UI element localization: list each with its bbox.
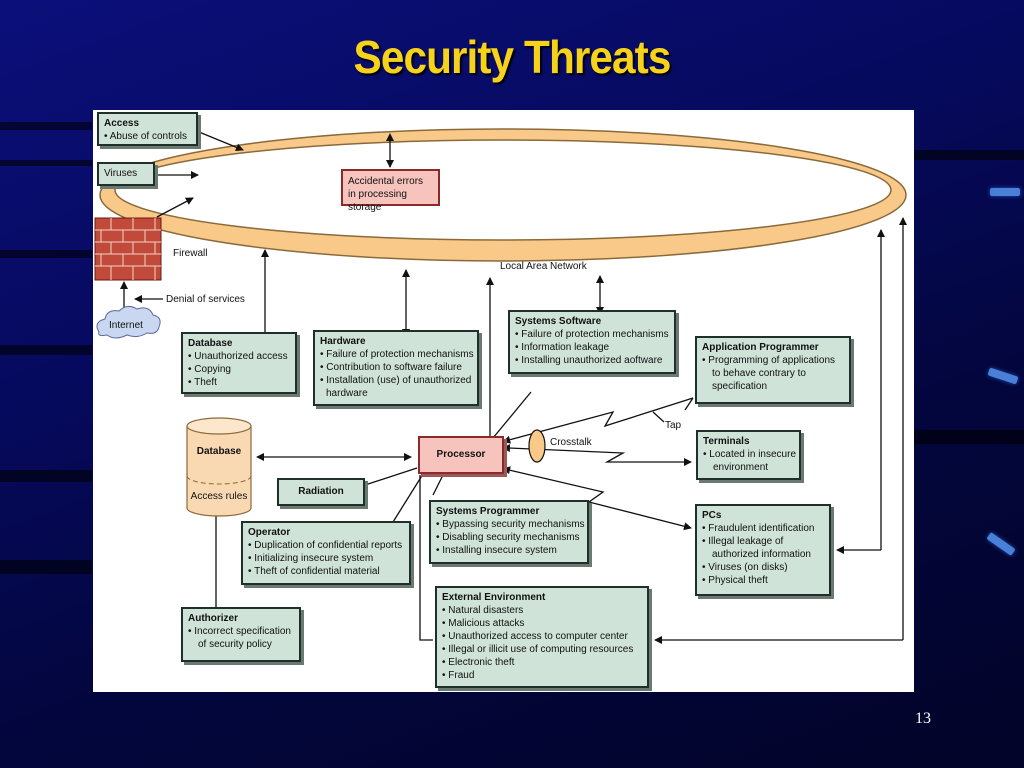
terminals-item: environment <box>713 462 769 473</box>
hardware-item: • Failure of protection mechanisms <box>320 349 474 360</box>
external-environment-item: • Unauthorized access to computer center <box>442 631 628 642</box>
database-threats-box: Database • Unauthorized access • Copying… <box>181 332 297 394</box>
systems-programmer-item: • Installing insecure system <box>436 545 557 556</box>
radiation-box: Radiation <box>277 478 365 506</box>
terminals-box: Terminals • Located in insecure environm… <box>696 430 801 480</box>
external-environment-box: External Environment • Natural disasters… <box>435 586 649 688</box>
pcs-item: • Illegal leakage of <box>702 536 784 547</box>
database-threats-title: Database <box>188 338 233 349</box>
pcs-item: • Fraudulent identification <box>702 523 815 534</box>
authorizer-item: • Incorrect specification <box>188 626 291 637</box>
viruses-box: Viruses <box>97 162 155 186</box>
decorative-dash-icon <box>987 367 1019 385</box>
hardware-item: • Installation (use) of unauthorized <box>320 375 472 386</box>
application-programmer-item: to behave contrary to <box>712 368 806 379</box>
external-environment-item: • Malicious attacks <box>442 618 525 629</box>
diagram-connectors <box>94 128 907 644</box>
operator-item: • Theft of confidential material <box>248 566 380 577</box>
database-threats-item: • Theft <box>188 377 217 388</box>
operator-box: Operator • Duplication of confidential r… <box>241 521 411 585</box>
terminals-title: Terminals <box>703 436 750 447</box>
database-threats-item: • Unauthorized access <box>188 351 288 362</box>
systems-software-item: • Information leakage <box>515 342 610 353</box>
external-environment-title: External Environment <box>442 592 546 603</box>
database-threats-item: • Copying <box>188 364 231 375</box>
hardware-item: hardware <box>326 388 368 399</box>
application-programmer-box: Application Programmer • Programming of … <box>695 336 851 404</box>
decorative-dash-icon <box>990 188 1020 196</box>
external-environment-item: • Fraud <box>442 670 475 681</box>
lan-label: Local Area Network <box>500 261 587 272</box>
internet-label: Internet <box>109 320 143 331</box>
background-stripe <box>914 150 1024 160</box>
firewall-label: Firewall <box>173 248 208 259</box>
radiation-label: Radiation <box>298 486 344 497</box>
tap-label: Tap <box>665 420 682 431</box>
accidental-errors-text: Accidental errors in processing storage <box>348 176 424 213</box>
database-cylinder-bottom: Access rules <box>190 491 248 502</box>
slide-title: Security Threats <box>353 31 672 83</box>
database-cylinder-top: Database <box>196 446 242 457</box>
processor-label: Processor <box>436 449 486 460</box>
processor-box: Processor <box>418 436 504 474</box>
background-stripe <box>0 470 92 482</box>
external-environment-item: • Natural disasters <box>442 605 524 616</box>
systems-software-item: • Failure of protection mechanisms <box>515 329 669 340</box>
access-title: Access <box>104 118 140 129</box>
application-programmer-item: • Programming of applications <box>702 355 836 366</box>
external-environment-item: • Electronic theft <box>442 657 515 668</box>
systems-programmer-item: • Bypassing security mechanisms <box>436 519 585 530</box>
systems-software-item: • Installing unauthorized aoftware <box>515 355 663 366</box>
background-stripe <box>0 560 92 574</box>
hardware-box: Hardware • Failure of protection mechani… <box>313 330 479 406</box>
accidental-errors-box: Accidental errors in processing storage <box>341 169 440 213</box>
pcs-item: authorized information <box>712 549 811 560</box>
operator-title: Operator <box>248 527 291 538</box>
operator-item: • Initializing insecure system <box>248 553 374 564</box>
application-programmer-item: specification <box>712 381 768 392</box>
systems-programmer-item: • Disabling security mechanisms <box>436 532 580 543</box>
access-box: Access • Abuse of controls <box>97 112 198 146</box>
terminals-item: • Located in insecure <box>703 449 797 460</box>
hardware-item: • Contribution to software failure <box>320 362 462 373</box>
access-item: • Abuse of controls <box>104 131 187 142</box>
crosstalk-label: Crosstalk <box>550 437 592 448</box>
authorizer-title: Authorizer <box>188 613 238 624</box>
systems-programmer-title: Systems Programmer <box>436 506 540 517</box>
operator-item: • Duplication of confidential reports <box>248 540 403 551</box>
application-programmer-title: Application Programmer <box>702 342 819 353</box>
hardware-title: Hardware <box>320 336 366 347</box>
background-stripe <box>0 345 92 355</box>
pcs-box: PCs • Fraudulent identification • Illega… <box>695 504 831 596</box>
page-number: 13 <box>915 710 931 727</box>
database-cylinder-icon <box>186 417 252 517</box>
systems-programmer-box: Systems Programmer • Bypassing security … <box>429 500 589 564</box>
systems-software-title: Systems Software <box>515 316 602 327</box>
denial-label: Denial of services <box>166 294 245 305</box>
background-stripe <box>0 160 92 166</box>
security-threats-diagram: Local Area Network Firewall Denial of se… <box>93 110 914 692</box>
pcs-title: PCs <box>702 510 722 521</box>
background-stripe <box>0 250 92 258</box>
background-stripe <box>914 430 1024 444</box>
internet-cloud-icon <box>96 305 161 339</box>
systems-software-box: Systems Software • Failure of protection… <box>508 310 676 374</box>
pcs-item: • Viruses (on disks) <box>702 562 788 573</box>
decorative-dash-icon <box>986 532 1016 556</box>
pcs-item: • Physical theft <box>702 575 768 586</box>
crosstalk-coil-icon <box>528 429 546 463</box>
external-environment-item: • Illegal or illicit use of computing re… <box>442 644 634 655</box>
authorizer-item: of security policy <box>198 639 272 650</box>
authorizer-box: Authorizer • Incorrect specification of … <box>181 607 301 662</box>
viruses-label: Viruses <box>104 168 138 179</box>
background-stripe <box>0 122 92 130</box>
firewall-icon <box>94 217 162 281</box>
